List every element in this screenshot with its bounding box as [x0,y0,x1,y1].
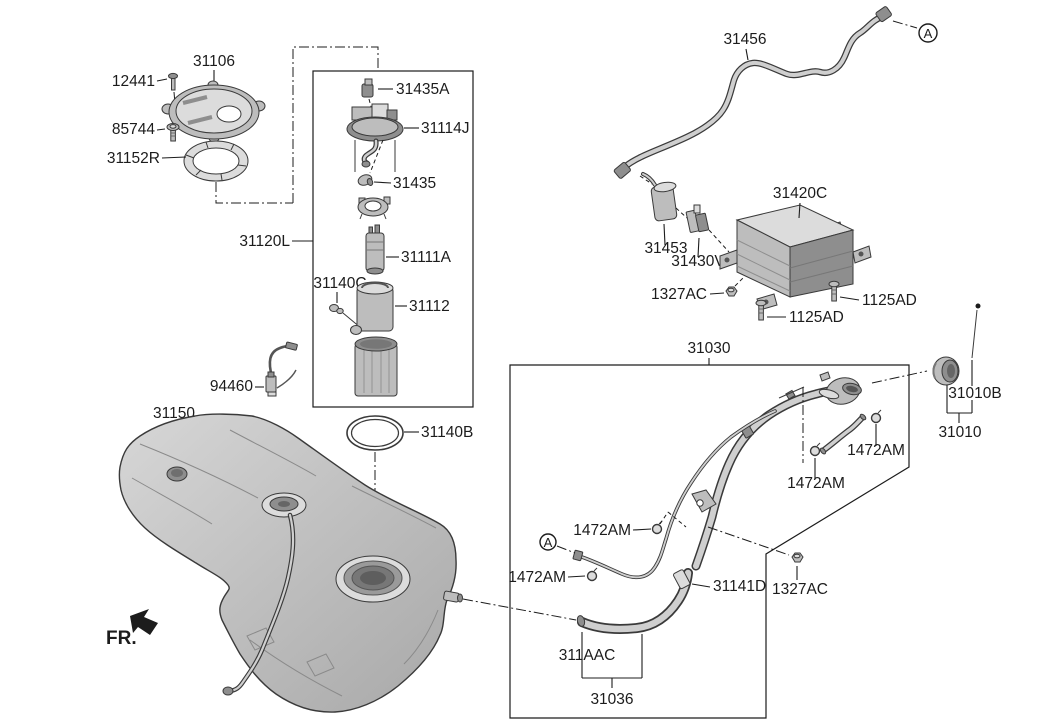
pump-bracket-icon [357,196,391,220]
clamp-icon-1 [651,511,687,535]
filler-assembly-frame [509,364,910,719]
grommet-icon [357,174,374,186]
assembly-link-line [462,598,577,621]
svg-text:A: A [544,535,553,550]
part-label-canister: 31420C [773,185,827,202]
part-label-o-ring: 31140B [421,424,473,441]
front-marker-text: FR. [106,628,137,649]
part-label-pump-module: 31120L [239,233,290,250]
front-arrow-icon [130,609,158,635]
part-label-bolt-right: 1125AD [862,292,917,309]
cap-tether [971,309,978,359]
pump-opening [335,555,411,603]
cover-plate-assembly: 31106 12441 85744 [107,46,379,204]
assembly-link-line [871,370,928,384]
canister-valve-icon [675,204,730,253]
nut-icon-canister [725,276,745,297]
clip-icon [329,304,362,329]
part-label-nut-canister: 1327AC [651,286,707,303]
part-label-fuel-filter: 31112 [409,298,450,315]
sender-body [265,375,277,393]
leader-line [839,296,860,301]
canister-filter-icon [639,172,678,222]
part-label-filler-neck-assy: 31030 [687,340,730,357]
leader-line [798,202,801,219]
part-label-canister-valve: 31430V [671,253,725,270]
part-label-clamp-1: 1472AM [573,522,631,539]
part-label-filler-neck: 31010 [938,424,981,441]
lock-ring-icon [183,140,249,182]
leader-line [691,583,711,588]
clamp-icon-2 [586,567,598,582]
leader-line [745,48,749,61]
pump-plate-icon [346,103,404,174]
section-line [778,386,805,399]
pipe-bracket [691,489,717,513]
clamp-icon-3 [809,442,821,457]
connector-hose-icon [673,569,691,590]
canister-body-icon [719,204,872,311]
bolt-icon-right [828,280,840,302]
part-label-clamp-4: 1472AM [847,442,905,459]
fuel-sender-assembly: 94460 [210,341,298,397]
part-label-cover-bolt: 85744 [112,121,155,138]
bolt-icon-bottom [755,299,767,321]
assembly-link-line [215,46,379,204]
part-label-fuel-cap: 31010B [948,385,1001,402]
part-label-vapor-tube: 31456 [723,31,766,48]
leader-line [156,78,168,82]
leader-line [632,528,652,531]
part-label-connector-hose: 31141D [713,578,766,595]
part-label-clamp-2: 1472AM [508,569,566,586]
sender-flange [261,492,307,518]
leader-line [567,575,586,578]
view-marker-a-inner: A [539,533,576,554]
part-label-nut-filler: 1327AC [772,581,828,598]
fuel-filter-icon [350,281,394,335]
part-label-screw: 12441 [112,73,155,90]
fuel-cap-icon [932,356,960,386]
filler-neck-head [785,371,862,405]
part-label-canister-filter: 31453 [644,240,687,257]
filler-neck-assembly: 31030 31141D [508,340,910,719]
part-label-filler-pipe: 311AAC [559,647,616,664]
group-bracket [581,632,643,688]
part-label-module-sensor: 31435A [396,81,450,98]
svg-text:A: A [924,26,933,41]
leader-line [709,292,725,295]
part-label-clamp-3: 1472AM [787,475,845,492]
part-label-fuel-sender: 94460 [210,378,253,395]
part-label-cover-plate: 31106 [193,53,235,70]
clamp-icon-4 [870,409,882,424]
fuel-cap-group: 31010B 31010 [871,303,1002,441]
tank-body [118,413,457,713]
part-label-bolt-bottom: 1125AD [789,309,844,326]
fuel-pump-module-assembly: 31120L 31435A 31114J [239,70,474,408]
leader-line [663,223,666,246]
leader-line [697,237,700,258]
nut-icon-filler [791,552,804,563]
part-label-lock-ring: 31152R [107,150,160,167]
part-label-filler-hose: 31036 [590,691,633,708]
front-direction-indicator: FR. [106,609,158,649]
cover-bolt-icon [166,123,180,142]
pump-module-frame [312,70,474,408]
fuel-pump-icon [365,224,385,275]
view-marker-a-top: A [892,20,938,43]
part-label-clip: 31140C [313,275,366,292]
fuel-tank: 31150 [118,405,577,713]
leader-line [161,156,187,159]
part-label-pump-plate: 31114J [421,120,470,137]
reservoir-cup-icon [354,336,398,397]
part-label-fuel-pump: 31111A [401,249,452,266]
part-label-grommet: 31435 [393,175,436,192]
assembly-link-line [707,526,790,556]
filler-hose [577,568,693,634]
canister-assembly: 31456 A 31453 31430V [613,6,938,326]
leader-line [373,181,392,184]
leader-line [156,128,166,131]
fuel-pump-plate-cover [161,80,266,143]
